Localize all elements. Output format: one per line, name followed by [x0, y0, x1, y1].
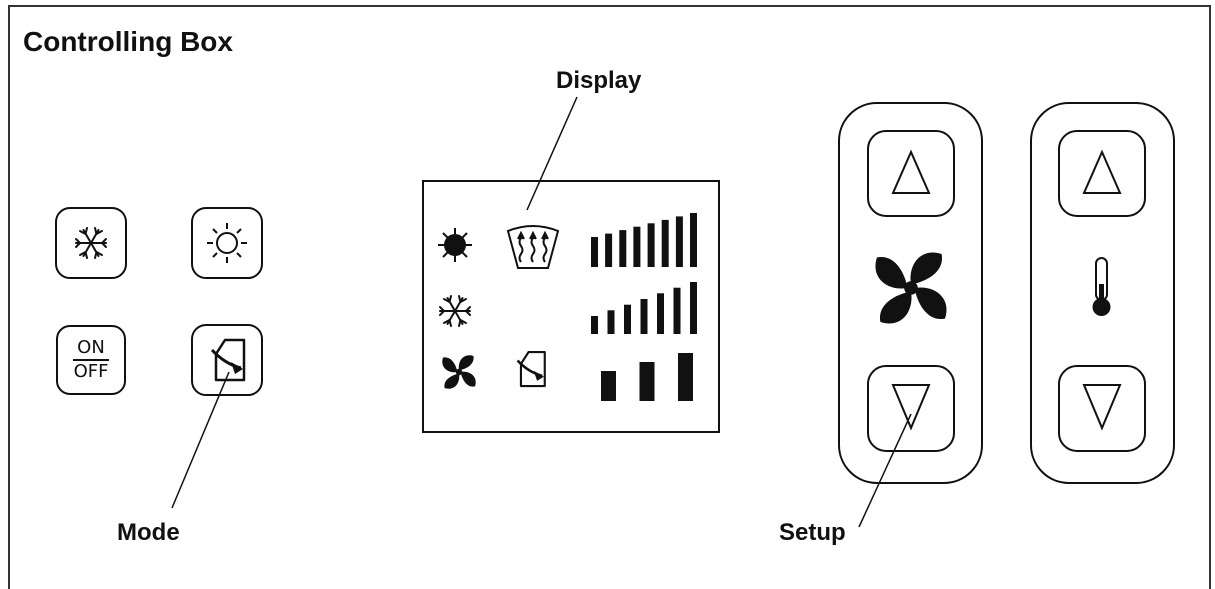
level-bars-upper — [591, 213, 697, 267]
fan-speed-bars — [601, 353, 693, 401]
level-bar — [591, 316, 598, 334]
thermometer-icon — [1092, 257, 1111, 316]
level-bars-middle — [591, 282, 697, 334]
heat-button[interactable] — [191, 207, 263, 279]
sun-icon — [207, 223, 247, 263]
cool-button[interactable] — [55, 207, 127, 279]
triangle-up-icon — [1082, 149, 1122, 194]
triangle-up-icon — [891, 149, 931, 194]
heat-indicator-icon — [438, 228, 472, 262]
on-off-button[interactable]: ON OFF — [56, 325, 126, 395]
level-bar — [619, 230, 627, 267]
fan-control-panel — [838, 102, 983, 484]
level-bar — [639, 362, 655, 401]
fan-down-button[interactable] — [867, 365, 955, 452]
off-label: OFF — [73, 361, 109, 382]
level-bar — [647, 223, 655, 267]
temperature-control-panel — [1030, 102, 1175, 484]
level-bar — [640, 299, 648, 334]
triangle-down-icon — [1082, 384, 1122, 431]
display-leader-line — [526, 96, 578, 211]
mode-callout: Mode — [117, 519, 180, 546]
page-title: Controlling Box — [23, 26, 233, 57]
controlling-box-frame — [8, 5, 1211, 589]
level-bar — [607, 310, 615, 334]
level-bar — [591, 237, 598, 267]
defrost-icon — [506, 225, 560, 269]
level-bar — [675, 216, 683, 267]
level-bar — [690, 213, 697, 267]
level-bar — [633, 226, 641, 267]
temp-up-button[interactable] — [1058, 130, 1146, 217]
setup-leader-line — [858, 413, 912, 528]
level-bar — [678, 353, 693, 401]
display-callout: Display — [556, 67, 642, 94]
lcd-display — [422, 180, 720, 433]
mode-button[interactable] — [191, 324, 263, 396]
level-bar — [657, 293, 664, 334]
triangle-down-icon — [891, 384, 931, 431]
temp-down-button[interactable] — [1058, 365, 1146, 452]
setup-callout: Setup — [779, 519, 846, 546]
level-bar — [601, 371, 616, 401]
level-bar — [605, 233, 613, 267]
level-bar — [661, 219, 669, 267]
level-bar — [673, 287, 681, 334]
on-label: ON — [73, 338, 109, 361]
level-bar — [624, 304, 631, 334]
fan-up-button[interactable] — [867, 130, 955, 217]
mode-leader-line — [171, 371, 230, 509]
level-bar — [690, 282, 697, 334]
